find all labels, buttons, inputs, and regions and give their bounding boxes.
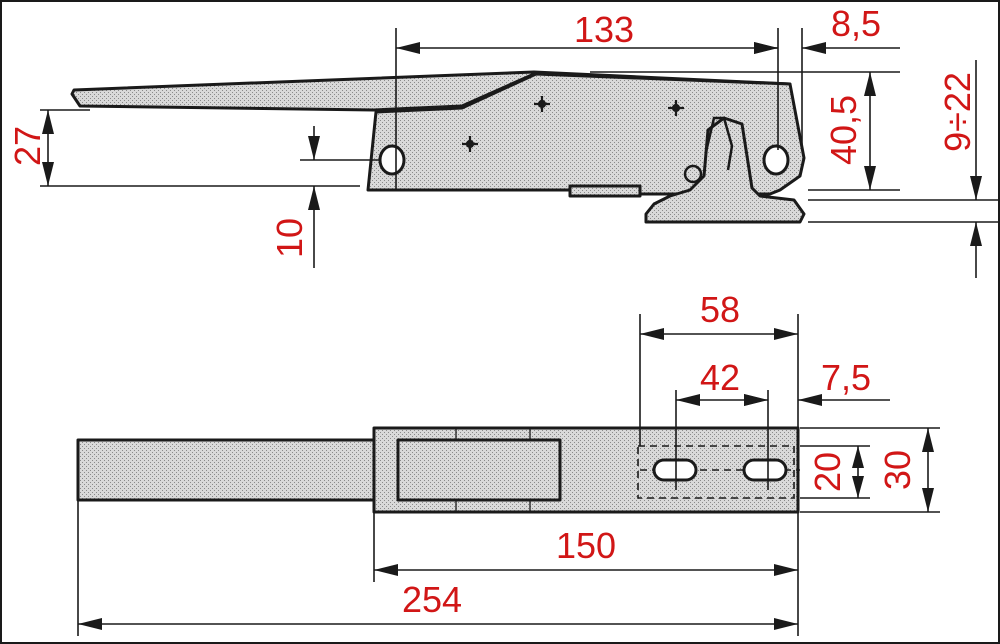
dim-150 bbox=[373, 512, 799, 636]
side-view: 133 8,5 40,5 9÷22 bbox=[7, 3, 1000, 278]
handle-overlap bbox=[396, 438, 562, 502]
dim-label-42: 42 bbox=[700, 357, 740, 398]
dim-40-5 bbox=[590, 71, 900, 191]
slot-left bbox=[652, 458, 698, 482]
dim-label-20: 20 bbox=[807, 452, 848, 492]
dim-label-254: 254 bbox=[402, 579, 462, 620]
dim-label-58: 58 bbox=[700, 289, 740, 330]
pivot-pin bbox=[683, 164, 703, 184]
strike-hidden-outline bbox=[637, 445, 795, 499]
body-underside-plate bbox=[568, 184, 642, 198]
dim-9-22 bbox=[808, 60, 1000, 278]
dim-label-7-5: 7,5 bbox=[821, 357, 871, 398]
top-view: 58 42 7,5 20 bbox=[76, 289, 940, 636]
dim-58 bbox=[639, 314, 799, 446]
dim-27 bbox=[40, 109, 360, 187]
dim-label-10: 10 bbox=[269, 218, 310, 258]
dim-10 bbox=[300, 126, 380, 268]
dim-254 bbox=[77, 500, 798, 636]
dim-8-5 bbox=[754, 28, 900, 150]
mounting-hole-right bbox=[762, 144, 790, 176]
dim-label-8-5: 8,5 bbox=[831, 3, 881, 44]
dim-30 bbox=[800, 427, 940, 513]
rivet-markers bbox=[462, 96, 684, 152]
dim-label-27: 27 bbox=[7, 126, 48, 166]
dim-label-40-5: 40,5 bbox=[823, 95, 864, 165]
dim-label-9-22: 9÷22 bbox=[937, 72, 978, 152]
dim-label-150: 150 bbox=[556, 525, 616, 566]
mounting-hole-left bbox=[378, 144, 406, 176]
dim-label-133: 133 bbox=[574, 9, 634, 50]
dim-20 bbox=[800, 445, 870, 499]
dim-7-5 bbox=[744, 394, 890, 406]
strike-hook bbox=[704, 116, 734, 171]
dim-label-30: 30 bbox=[877, 450, 918, 490]
slot-right bbox=[742, 458, 788, 482]
